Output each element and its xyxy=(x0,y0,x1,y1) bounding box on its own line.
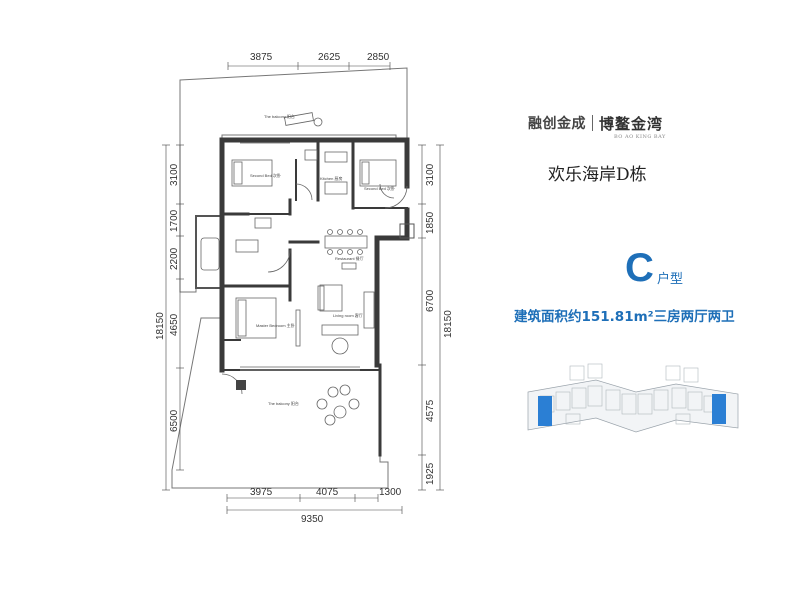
unit-letter: C xyxy=(625,246,654,290)
dim-left-5: 6500 xyxy=(169,409,180,432)
dim-left-2: 1700 xyxy=(169,209,180,232)
dim-right-total: 18150 xyxy=(443,310,454,338)
dim-top-3: 2850 xyxy=(367,52,390,63)
dim-left-1: 3100 xyxy=(169,163,180,186)
dimension-lines xyxy=(162,62,444,514)
dim-left-3: 2200 xyxy=(169,247,180,270)
area-layout: 三房两厅两卫 xyxy=(653,309,735,325)
left-balcony xyxy=(195,215,223,289)
dim-bottom-2: 4075 xyxy=(316,487,339,498)
dim-right-4: 4575 xyxy=(425,399,436,422)
dim-right-2: 1850 xyxy=(425,211,436,234)
dim-bottom-3: 1300 xyxy=(379,487,402,498)
dim-top-2: 2625 xyxy=(318,52,341,63)
area-prefix: 建筑面积约 xyxy=(514,309,582,325)
dim-bottom-1: 3975 xyxy=(250,487,273,498)
unit-suffix: 户型 xyxy=(657,272,684,287)
keyplan-highlight-left xyxy=(538,396,552,426)
area-unit: m² xyxy=(633,309,654,325)
bathtub xyxy=(200,237,220,271)
entry-door xyxy=(399,223,415,239)
windows xyxy=(240,142,360,371)
key-plan xyxy=(527,363,739,433)
dim-bottom-total: 9350 xyxy=(301,514,324,525)
room-label-master-bedroom: Master Bedroom 主卧 xyxy=(256,322,295,328)
brand-name-a: 融创金成 xyxy=(528,116,586,132)
room-label-living-room: Living room 客厅 xyxy=(333,312,363,318)
room-label-restaurant: Restaurant 餐厅 xyxy=(335,255,364,261)
room-label-kitchen: Kitchen 厨房 xyxy=(320,175,342,181)
room-label-second-bed: Second Bed 次卧 xyxy=(364,185,395,191)
dim-right-5: 1925 xyxy=(425,462,436,485)
brand-separator xyxy=(592,115,593,131)
keyplan-highlight-right xyxy=(712,394,726,424)
furniture xyxy=(221,112,408,426)
dim-left-4: 4650 xyxy=(169,313,180,336)
building-title: 欢乐海岸D栋 xyxy=(548,165,647,185)
room-label-master-bed: Second Bed 次卧 xyxy=(250,172,281,178)
corner-column xyxy=(236,380,246,390)
brand-logo: 融创金成 博鳌金湾 xyxy=(528,110,688,136)
brand-name-b: 博鳌金湾 xyxy=(599,114,664,133)
room-label-balcony-top: The balcony 阳台 xyxy=(264,113,295,119)
dim-right-3: 6700 xyxy=(425,289,436,312)
area-value: 151.81 xyxy=(581,309,634,325)
dim-right-1: 3100 xyxy=(425,163,436,186)
room-label-balcony-bottom: The balcony 阳台 xyxy=(268,400,299,406)
brand-name-en: BO AO KING BAY xyxy=(614,134,666,140)
dim-top-1: 3875 xyxy=(250,52,273,63)
dim-left-total: 18150 xyxy=(155,312,166,340)
top-balcony-outline xyxy=(179,67,408,293)
area-line: 建筑面积约151.81m²三房两厅两卫 xyxy=(514,305,735,325)
